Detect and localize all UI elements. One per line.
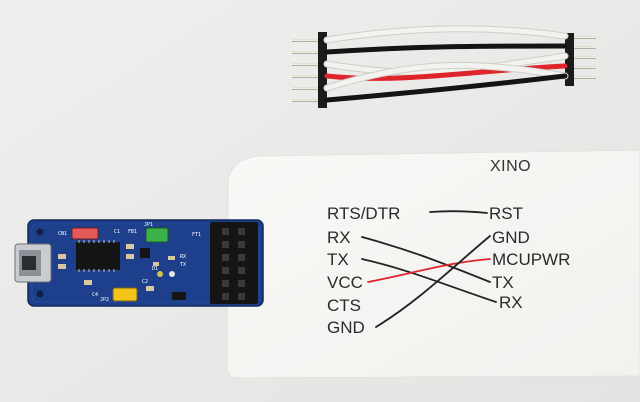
- wire-rx-to-tx: [361, 236, 491, 283]
- diagram-paper: [226, 149, 640, 379]
- wire-black-upper: [324, 43, 568, 55]
- jumper-cable: [292, 25, 596, 108]
- right-header-pins: [565, 33, 596, 86]
- header-socket: [210, 222, 258, 304]
- left-label-cts: CTS: [327, 296, 361, 315]
- left-label-gnd: GND: [327, 318, 365, 337]
- right-label-gnd: GND: [492, 228, 530, 247]
- wire-vcc-to-mcupwr: [367, 258, 491, 283]
- silk-c2: C2: [142, 279, 148, 285]
- diagram-wires: [361, 210, 497, 328]
- wire-gnd-to-gnd: [375, 235, 491, 328]
- left-header-pins: [292, 32, 327, 108]
- red-jumper: [71, 227, 99, 240]
- left-label-rx: RX: [327, 228, 351, 247]
- silk-cn1: CN1: [58, 231, 67, 237]
- wire-rts-to-rst: [429, 210, 488, 214]
- silk-c1: C1: [114, 229, 120, 235]
- silkscreen-labels: CN1 C1 FB1 JP1 FT1 C4 JP2 C2 D1 RX TX: [58, 222, 201, 303]
- silk-d1: D1: [152, 266, 158, 272]
- wire-tx-to-rx: [361, 258, 497, 303]
- silk-ft1: FT1: [192, 232, 201, 238]
- wire-black-lower: [324, 73, 568, 103]
- left-label-vcc: VCC: [327, 273, 363, 292]
- silk-fb1: FB1: [128, 229, 137, 235]
- silk-jp2: JP2: [100, 297, 109, 303]
- left-label-rts-dtr: RTS/DTR: [327, 204, 401, 223]
- right-label-rst: RST: [489, 204, 523, 223]
- right-label-rx: RX: [499, 293, 523, 312]
- right-label-tx: TX: [492, 273, 514, 292]
- silk-rx: RX: [180, 254, 186, 260]
- silk-tx: TX: [180, 262, 186, 268]
- green-jumper: [145, 227, 169, 243]
- silk-c4: C4: [92, 292, 98, 298]
- yellow-jumper: [112, 287, 138, 302]
- right-label-mcupwr: MCUPWR: [492, 250, 571, 269]
- diagram-title: XINO: [490, 158, 532, 175]
- silk-jp1: JP1: [144, 222, 153, 228]
- ft232-chip: [76, 242, 120, 270]
- cable-wires: [323, 25, 569, 103]
- left-label-tx: TX: [327, 250, 349, 269]
- ftdi-board: CN1 C1 FB1 JP1 FT1 C4 JP2 C2 D1 RX TX: [14, 219, 264, 307]
